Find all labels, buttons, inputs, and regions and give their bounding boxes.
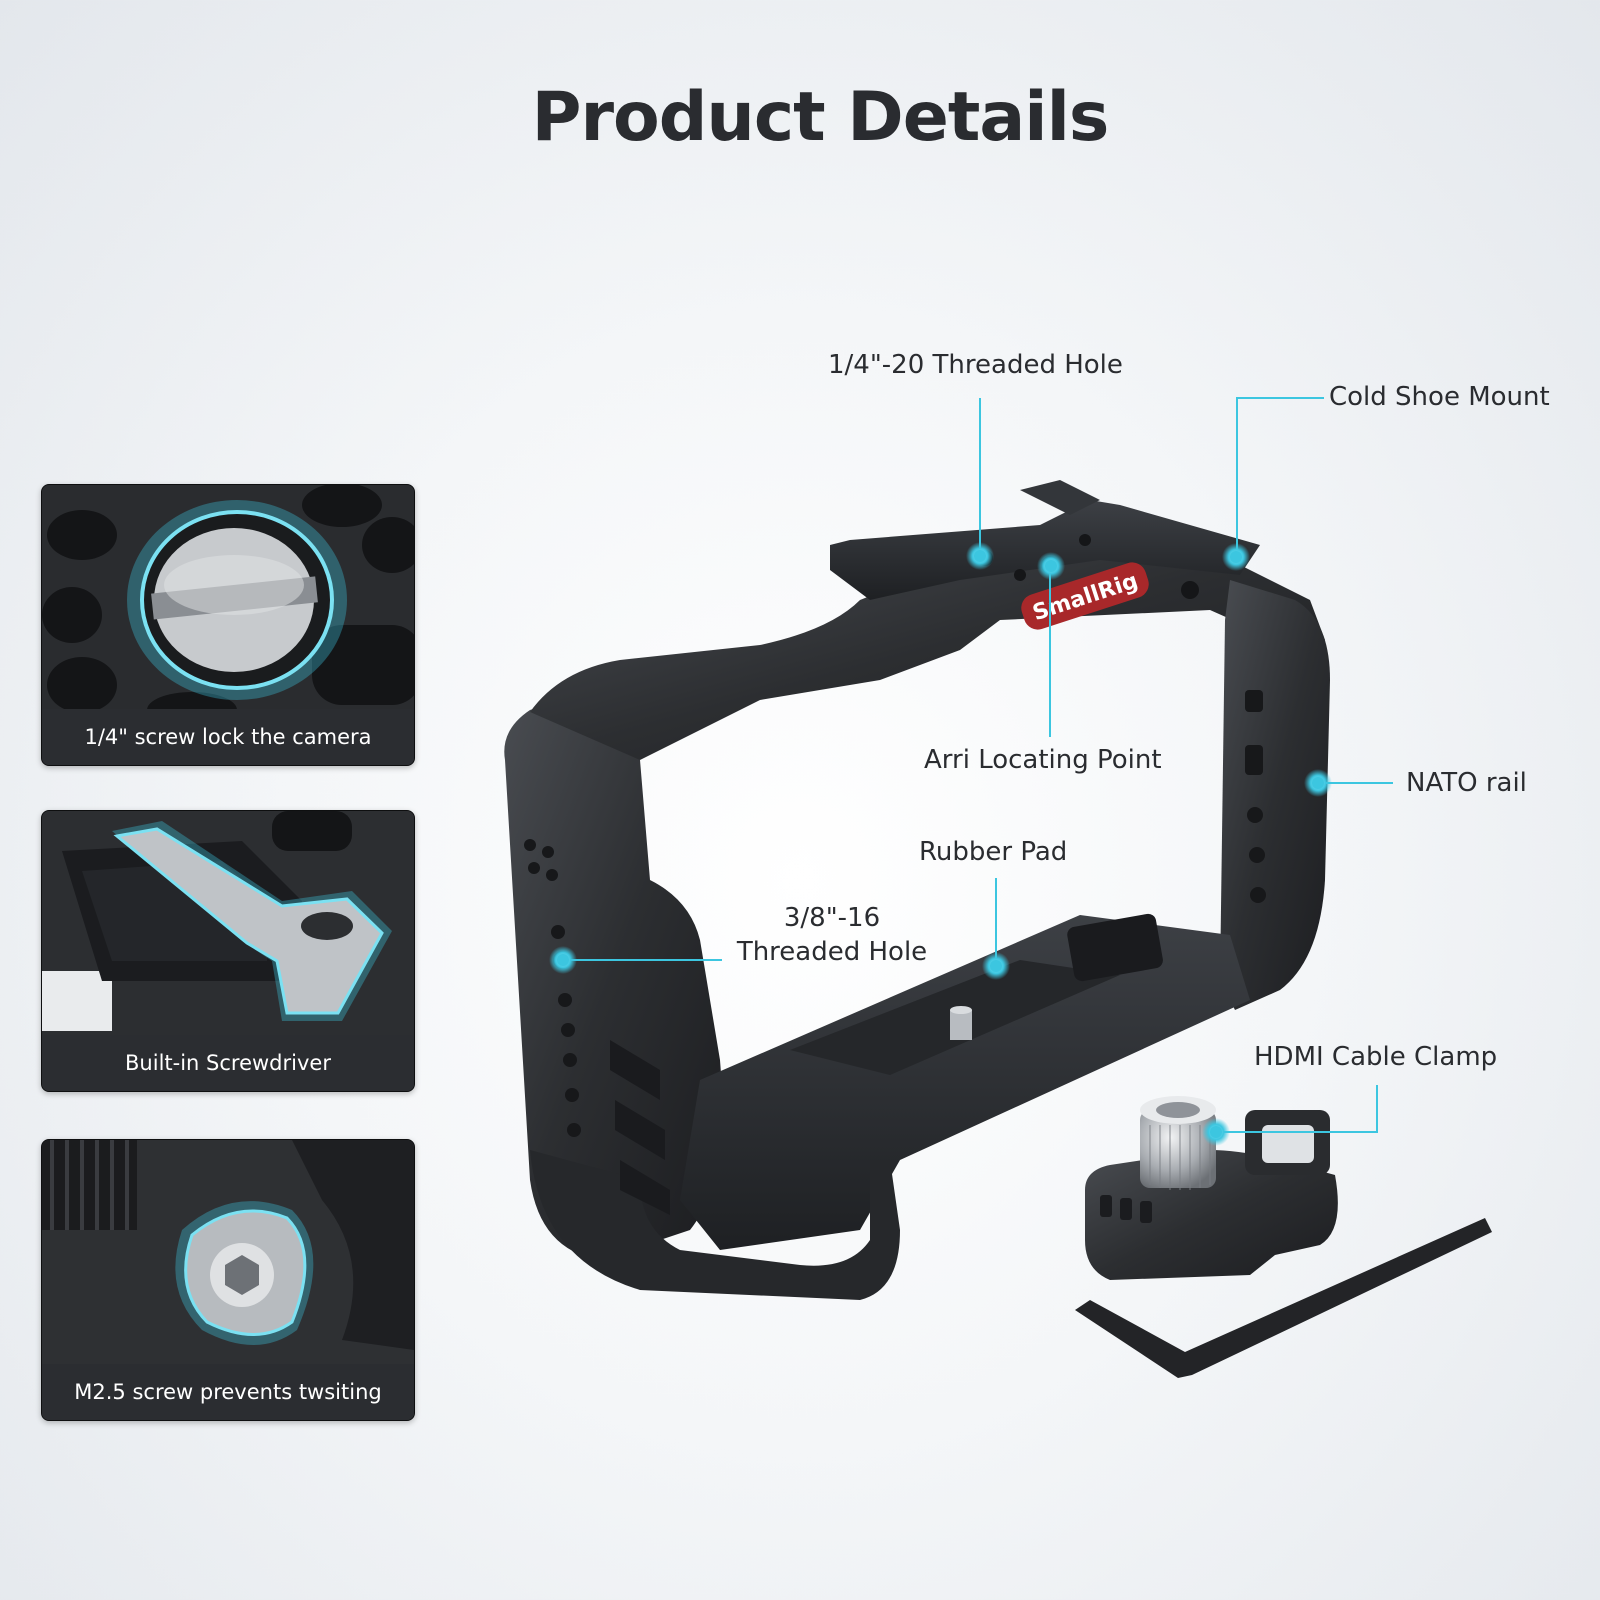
label-threaded-hole-3-8-line1: 3/8"-16 — [783, 903, 881, 933]
label-hdmi-cable-clamp: HDMI Cable Clamp — [1254, 1042, 1498, 1072]
label-threaded-hole-1-4: 1/4"-20 Threaded Hole — [828, 350, 1123, 380]
cage-bottom-plate — [680, 915, 1250, 1250]
label-threaded-hole-3-8-line2: Threaded Hole — [736, 937, 928, 967]
panel-caption-screwdriver: Built-in Screwdriver — [42, 1035, 414, 1091]
cage-grip — [504, 690, 722, 1260]
panel-caption-m25-screw: M2.5 screw prevents twsiting — [42, 1364, 414, 1420]
hex-key — [1075, 1218, 1492, 1378]
brand-logo-badge — [1021, 562, 1149, 630]
callout-dots — [549, 542, 1332, 1146]
hdmi-knurled-knob — [1140, 1110, 1216, 1188]
detail-panel-m25-screw: M2.5 screw prevents twsiting — [41, 1139, 415, 1421]
label-threaded-hole-3-8: 3/8"-16 Threaded Hole — [732, 903, 932, 967]
detail-panel-screwdriver: Built-in Screwdriver — [41, 810, 415, 1092]
label-cold-shoe-mount: Cold Shoe Mount — [1329, 382, 1550, 412]
label-rubber-pad: Rubber Pad — [919, 837, 1068, 867]
detail-panel-screw-lock: 1/4" screw lock the camera — [41, 484, 415, 766]
cold-shoe-plate — [830, 500, 1260, 600]
label-arri-locating-point: Arri Locating Point — [924, 745, 1162, 775]
cage-right-rail — [1220, 580, 1330, 1010]
panel-caption-screw-lock: 1/4" screw lock the camera — [42, 709, 414, 765]
label-nato-rail: NATO rail — [1406, 768, 1527, 798]
page-title: Product Details — [531, 78, 1110, 157]
